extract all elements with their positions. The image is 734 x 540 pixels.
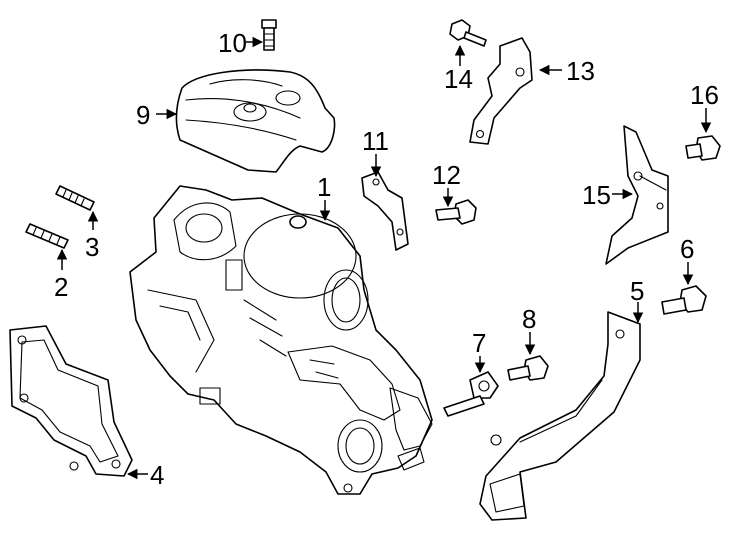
callout-16: 16 [690,80,719,110]
callout-2: 2 [54,272,68,302]
callout-labels: 1 2 3 4 5 6 7 8 9 10 11 12 13 14 15 16 [54,28,719,490]
callout-12: 12 [432,160,461,190]
bolt-part-6 [661,285,707,315]
bolt-part-16 [685,135,721,161]
bolt-part-14 [449,19,487,47]
bolt-part-12 [435,199,477,225]
stud-part-2 [25,223,69,249]
turbocharger-part-1 [129,185,433,495]
callout-1: 1 [317,172,331,202]
bolt-part-8 [507,355,549,381]
callout-5: 5 [630,276,644,306]
gasket-part-4 [9,325,133,477]
bracket-part-11 [361,171,409,251]
callout-7: 7 [472,328,486,358]
callout-4: 4 [150,460,164,490]
bolt-part-10 [261,19,277,51]
heat-shield-part [175,69,336,173]
callout-11: 11 [362,126,389,156]
callout-15: 15 [582,180,611,210]
bracket-part-15 [605,125,669,265]
stud-part-3 [55,185,95,211]
callout-9: 9 [136,100,150,130]
callout-13: 13 [566,56,595,86]
callout-10: 10 [218,28,247,58]
callout-6: 6 [680,234,694,264]
callout-14: 14 [444,64,473,94]
callout-8: 8 [522,304,536,334]
callout-3: 3 [85,232,99,262]
support-bracket-part-5 [479,311,641,521]
leader-lines [56,36,712,480]
bracket-part-13 [469,37,533,145]
fitting-part-7 [443,371,499,417]
